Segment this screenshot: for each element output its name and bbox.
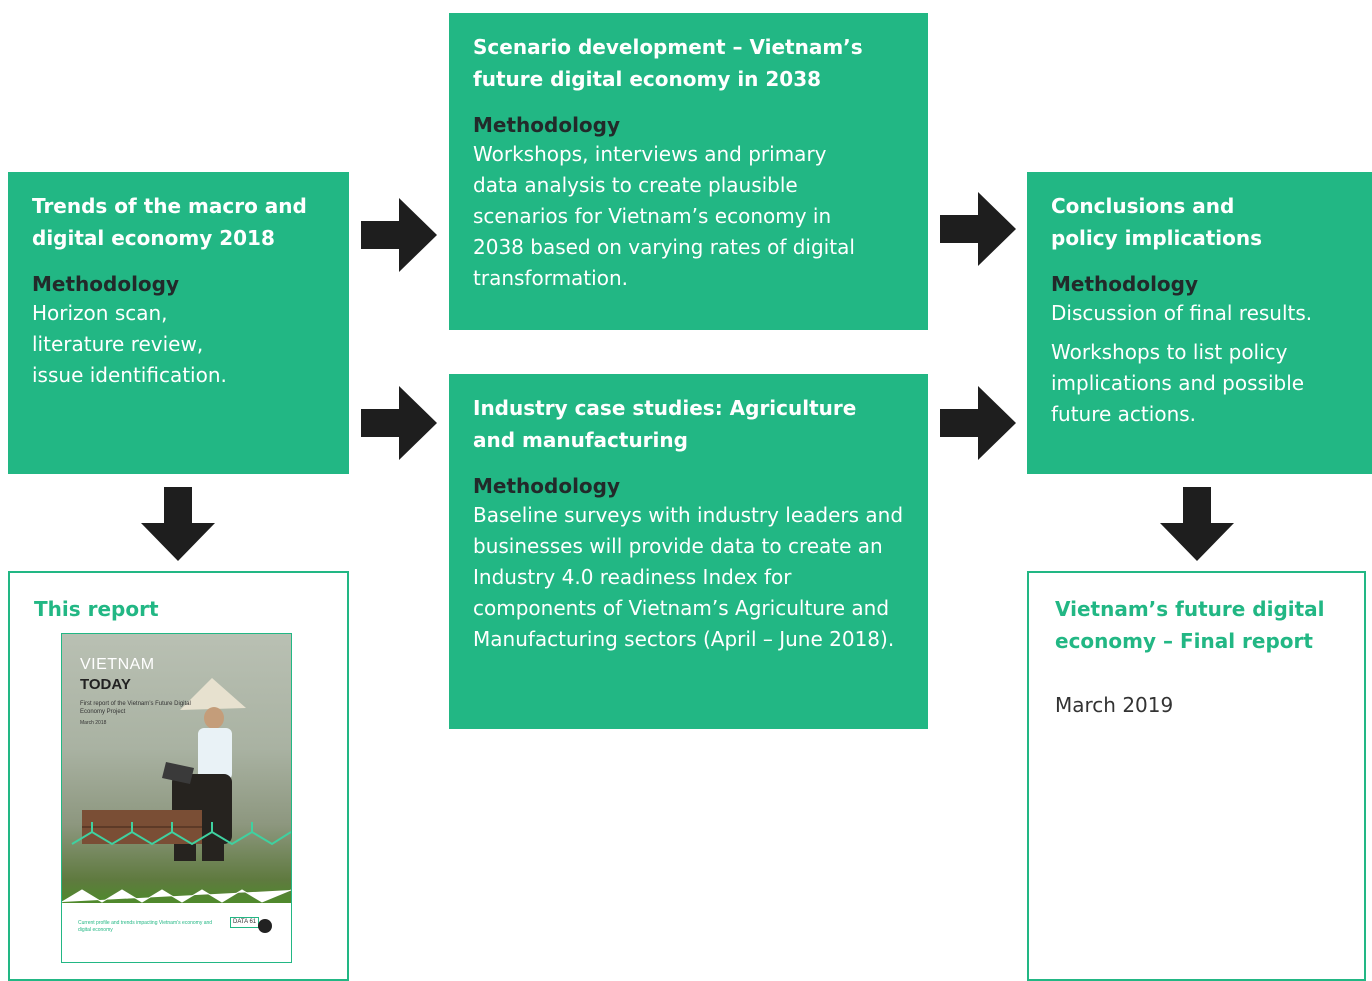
cover-subtitle: First report of the Vietnam’s Future Dig… <box>80 701 191 715</box>
final-report-date: March 2019 <box>1055 693 1174 717</box>
trends-methodology-label: Methodology <box>32 272 180 296</box>
arrow-right-icon-industry-to-conclusions <box>940 386 1016 460</box>
industry-methodology-label: Methodology <box>473 474 621 498</box>
trends-methodology-text: Horizon scan, literature review, issue i… <box>32 301 227 387</box>
industry-box: Industry case studies: Agriculture and m… <box>449 374 928 729</box>
cover-date: March 2018 <box>80 720 107 726</box>
scenario-box: Scenario development – Vietnam’s future … <box>449 13 928 330</box>
conclusions-methodology-text-2: Workshops to list policy implications an… <box>1051 340 1305 426</box>
conclusions-title: Conclusions and policy implications <box>1051 194 1262 250</box>
trends-box: Trends of the macro and digital economy … <box>8 172 349 474</box>
arrow-right-icon-trends-to-scenario <box>361 198 437 272</box>
arrow-down-icon-trends-to-report <box>141 487 215 561</box>
conclusions-methodology-label: Methodology <box>1051 272 1199 296</box>
industry-title: Industry case studies: Agriculture and m… <box>473 396 857 452</box>
final-report-box: Vietnam’s future digital economy – Final… <box>1027 571 1366 981</box>
partner-logo <box>258 919 272 933</box>
scenario-title: Scenario development – Vietnam’s future … <box>473 35 863 91</box>
data61-logo: DATA 61 <box>230 917 260 928</box>
scenario-methodology-label: Methodology <box>473 113 621 137</box>
report-cover-image[interactable]: VIETNAM TODAY First report of the Vietna… <box>61 633 292 963</box>
cover-title-line-1: VIETNAM <box>80 656 155 673</box>
this-report-title: This report <box>34 597 159 621</box>
final-report-title: Vietnam’s future digital economy – Final… <box>1055 597 1325 653</box>
conclusions-methodology-text-1: Discussion of final results. <box>1051 301 1313 325</box>
industry-methodology-text: Baseline surveys with industry leaders a… <box>473 503 904 651</box>
cover-footer: Current profile and trends impacting Vie… <box>78 920 213 933</box>
arrow-right-icon-scenario-to-conclusions <box>940 192 1016 266</box>
arrow-right-icon-trends-to-industry <box>361 386 437 460</box>
cover-illustration <box>62 678 291 903</box>
conclusions-box: Conclusions and policy implications Meth… <box>1027 172 1372 474</box>
scenario-methodology-text: Workshops, interviews and primary data a… <box>473 142 855 290</box>
arrow-down-icon-conclusions-to-final-report <box>1160 487 1234 561</box>
trends-title: Trends of the macro and digital economy … <box>32 194 307 250</box>
cover-title-line-2: TODAY <box>80 676 131 693</box>
